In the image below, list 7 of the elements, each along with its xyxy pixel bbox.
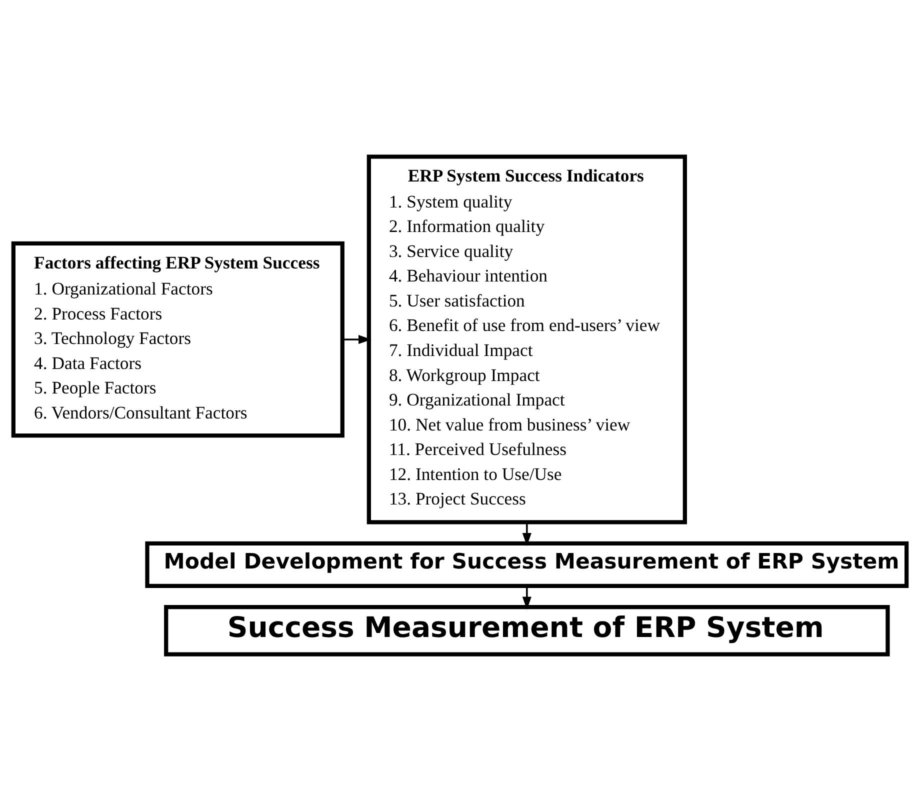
node-box: Factors affecting ERP System Success 1. Organizational Factors 2. Process Factors 3. Technology Factors 4. Data Factors 5. People Factors 6. Vendors/Consultant Factors [11, 240, 344, 438]
arrow [522, 522, 532, 546]
node-box: ERP System Success Indicators 1. System quality 2. Information quality 3. Service quality 4. Behaviour intention 5. User satisfaction 6. Benefit of use from end-users’ view 7. Individual Impact 8. Workgroup Impact 9. Organizational Impact 10. Net value from business’ view 11. Perceived Usefulness 12. Intention to Use/Use 13. Project Success [366, 154, 687, 524]
arrow [342, 334, 372, 344]
node-box: Success Measurement of ERP System [164, 604, 890, 656]
node-box: Model Development for Success Measurement of ERP System [145, 540, 909, 588]
arrow [522, 586, 532, 610]
